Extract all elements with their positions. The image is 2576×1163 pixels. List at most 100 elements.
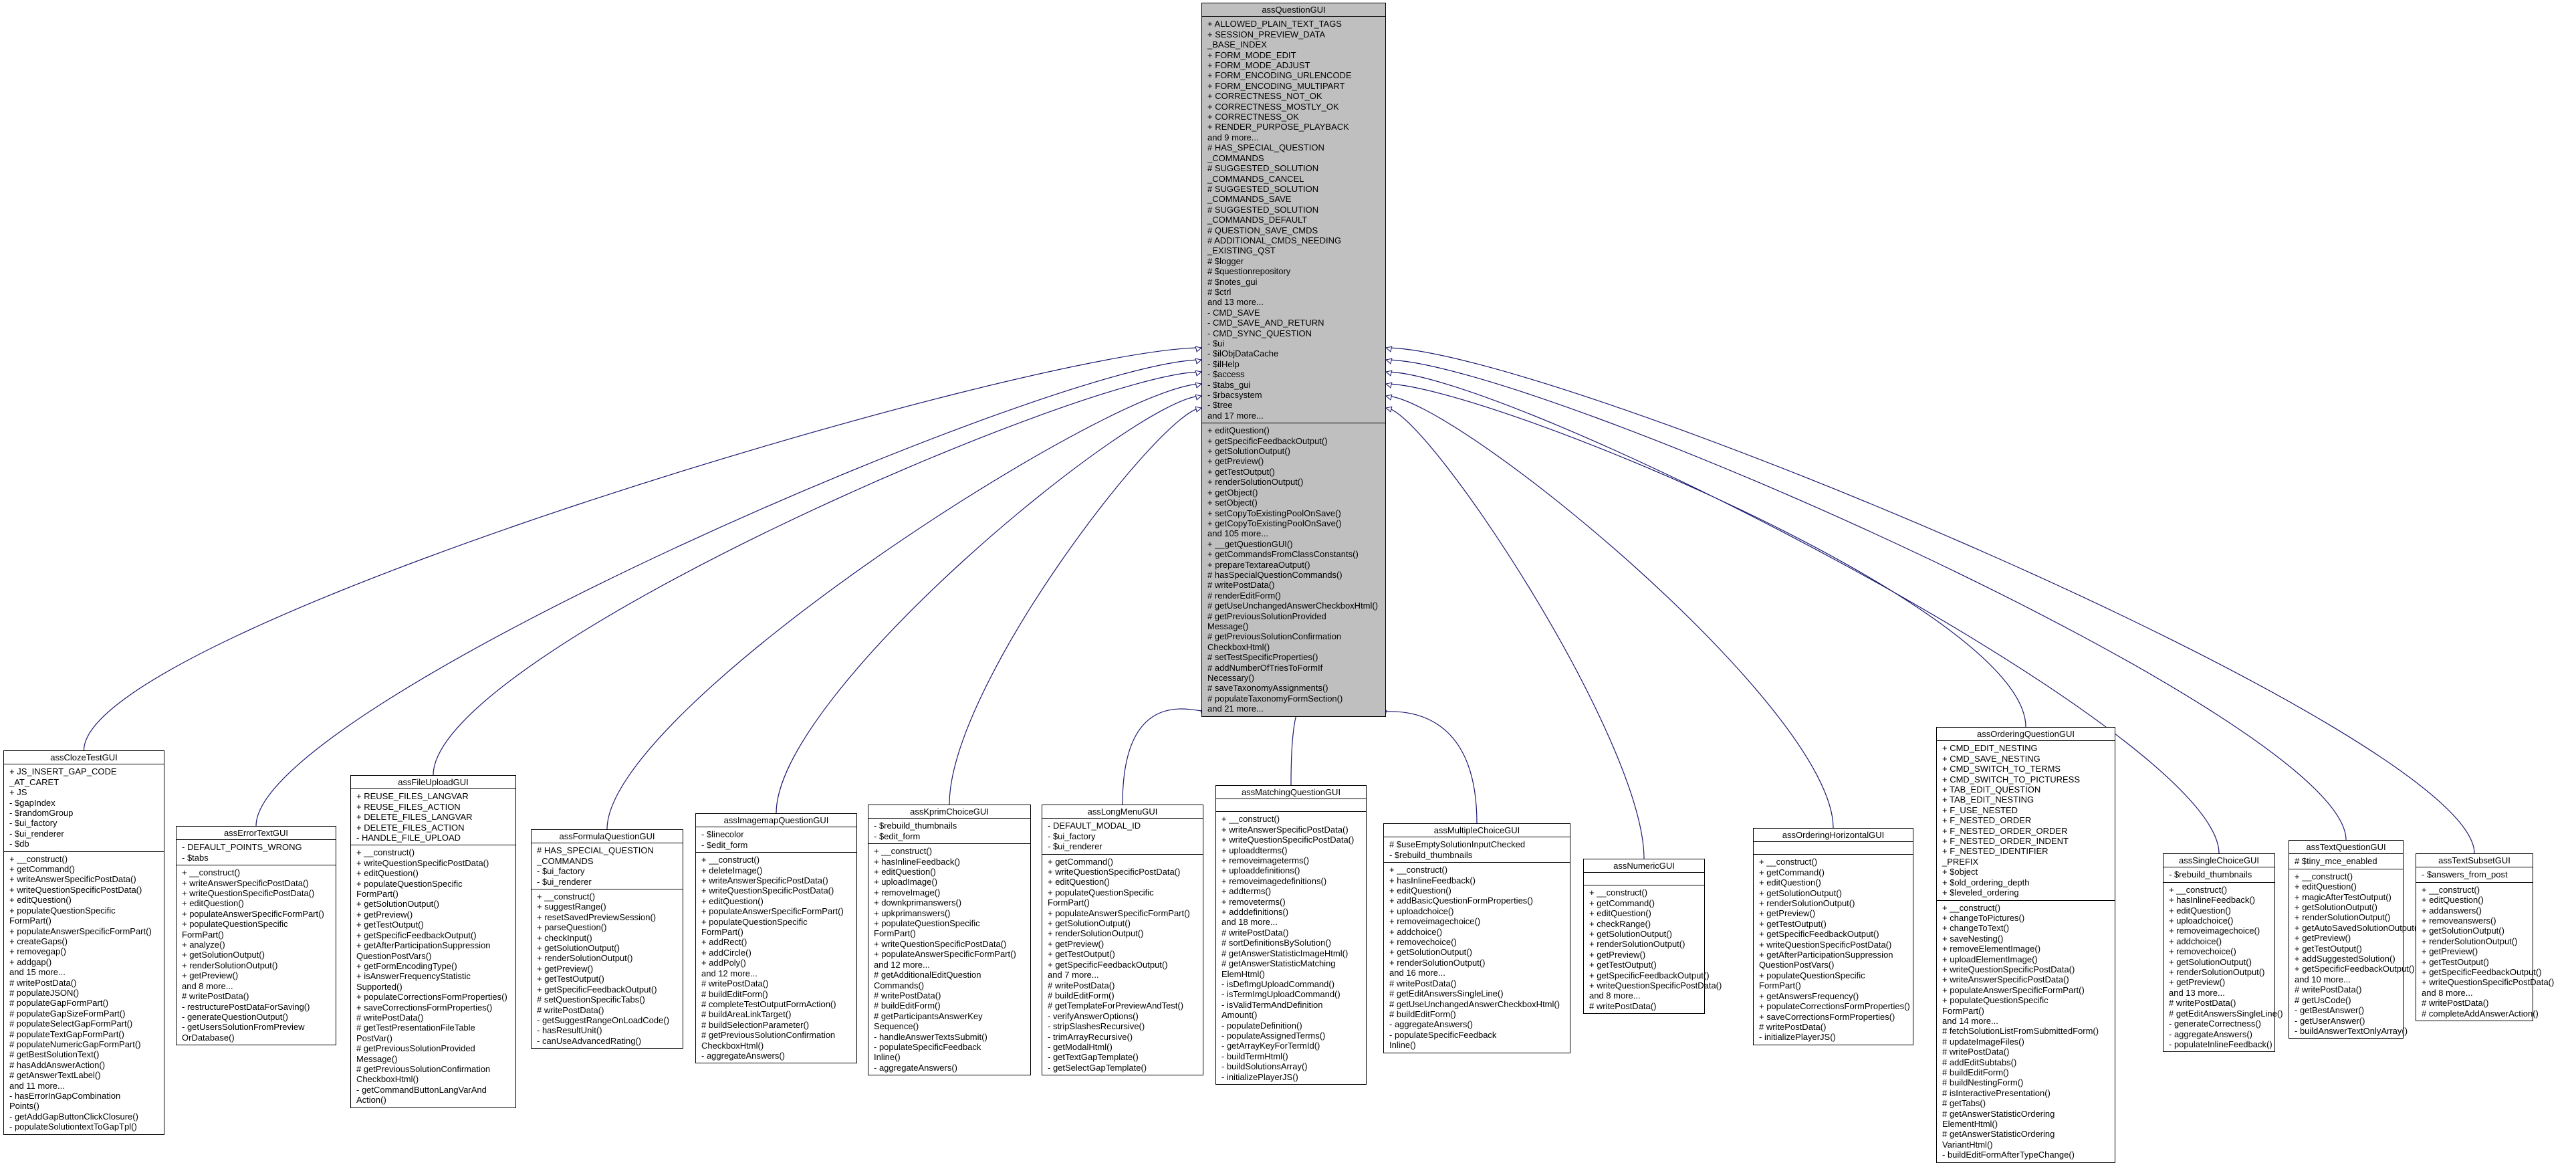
- member-line: + __construct(): [182, 867, 241, 878]
- methods-section: + __construct()+ suggestRange()+ resetSa…: [532, 889, 683, 1048]
- member-line: + populateQuestionSpecific: [356, 878, 463, 889]
- member-line: # getAnswerStatisticOrdering: [1942, 1108, 2055, 1119]
- inheritance-edge: [1380, 711, 1478, 824]
- member-line: + upkprimanswers(): [874, 908, 951, 918]
- derived-class-box[interactable]: assMatchingQuestionGUI+ __construct()+ w…: [1215, 785, 1367, 1085]
- class-name: assLongMenuGUI: [1042, 805, 1203, 819]
- member-line: FormPart(): [701, 927, 743, 938]
- member-line: # getEditAnswersSingleLine(): [1389, 988, 1504, 999]
- member-line: and 12 more...: [874, 959, 930, 970]
- derived-class-box[interactable]: assErrorTextGUI- DEFAULT_POINTS_WRONG- $…: [176, 826, 336, 1046]
- inheritance-edge: [949, 407, 1202, 805]
- member-line: - isValidTermAndDefinition: [1221, 999, 1323, 1010]
- member-line: + getSpecificFeedbackOutput(): [1207, 435, 1328, 446]
- member-line: and 8 more...: [1589, 990, 1641, 1001]
- derived-class-box[interactable]: assClozeTestGUI+ JS_INSERT_GAP_CODE_AT_C…: [3, 750, 164, 1135]
- derived-class-box[interactable]: assNumericGUI+ __construct()+ getCommand…: [1583, 859, 1722, 1015]
- member-line: + prepareTextareaOutput(): [1207, 559, 1310, 570]
- member-line: _COMMANDS: [537, 855, 594, 866]
- derived-class-box[interactable]: assImagemapQuestionGUI- $linecolor- $edi…: [695, 813, 857, 1064]
- member-line: + CMD_SWITCH_TO_PICTURESS: [1942, 774, 2080, 784]
- member-line: - hasErrorInGapCombination: [9, 1091, 121, 1101]
- member-line: _PREFIX: [1942, 856, 1979, 867]
- member-line: # $useEmptySolutionInputChecked: [1389, 839, 1526, 850]
- member-line: and 8 more...: [2422, 987, 2473, 998]
- member-line: - CMD_SYNC_QUESTION: [1207, 328, 1312, 338]
- member-line: + analyze(): [182, 940, 225, 950]
- derived-class-box[interactable]: assTextSubsetGUI- $answers_from_post+ __…: [2416, 853, 2554, 1022]
- member-line: + writeQuestionSpecificPostData(): [1942, 964, 2075, 974]
- member-line: + changeToPictures(): [1942, 912, 2025, 923]
- derived-class-box[interactable]: assSingleChoiceGUI- $rebuild_thumbnails+…: [2163, 853, 2283, 1053]
- member-line: and 11 more...: [9, 1080, 65, 1091]
- member-line: + writeAnswerSpecificPostData(): [1221, 824, 1349, 835]
- member-line: + uploadchoice(): [2169, 916, 2234, 926]
- member-line: # hasSpecialQuestionCommands(): [1207, 569, 1342, 580]
- member-line: + getPreview(): [1589, 949, 1646, 960]
- member-line: + getPreview(): [2295, 933, 2351, 944]
- member-line: + populateQuestionSpecific: [1942, 995, 2048, 1006]
- member-line: + writeQuestionSpecificPostData(): [1221, 835, 1355, 845]
- member-line: + removeimagechoice(): [1389, 916, 1481, 927]
- derived-class-box[interactable]: assTextQuestionGUI# $tiny_mce_enabled+ _…: [2289, 840, 2420, 1039]
- member-line: _COMMANDS_SAVE: [1207, 194, 1292, 205]
- member-line: + addCircle(): [701, 947, 751, 958]
- member-line: - handleAnswerTextsSubmit(): [874, 1031, 987, 1042]
- member-line: # writePostData(): [356, 1012, 424, 1023]
- member-line: - getUserAnswer(): [2295, 1015, 2365, 1026]
- member-line: _AT_CARET: [9, 776, 60, 787]
- member-line: # ADDITIONAL_CMDS_NEEDING: [1207, 235, 1342, 245]
- derived-class-box[interactable]: assFormulaQuestionGUI# HAS_SPECIAL_QUEST…: [531, 829, 683, 1049]
- inheritance-arrowhead: [1385, 358, 1393, 364]
- member-line: # buildSelectionParameter(): [701, 1019, 810, 1030]
- member-line: + FORM_MODE_ADJUST: [1207, 60, 1310, 71]
- member-line: + uploaddterms(): [1221, 845, 1288, 855]
- attributes-section: - DEFAULT_POINTS_WRONG- $tabs: [177, 840, 336, 866]
- member-line: Necessary(): [1207, 673, 1255, 683]
- member-line: and 8 more...: [182, 980, 233, 991]
- member-line: + editQuestion(): [874, 867, 936, 877]
- member-line: # getAnswerStatisticImageHtml(): [1221, 948, 1349, 958]
- member-line: - populateDefinition(): [1221, 1020, 1302, 1031]
- member-line: + F_NESTED_IDENTIFIER: [1942, 846, 2048, 857]
- base-class-box[interactable]: assQuestionGUI+ ALLOWED_PLAIN_TEXT_TAGS+…: [1201, 3, 1386, 717]
- member-line: # SUGGESTED_SOLUTION: [1207, 163, 1319, 174]
- member-line: # writePostData(): [1221, 927, 1289, 938]
- member-line: FormPart(): [9, 916, 51, 926]
- member-line: and 105 more...: [1207, 528, 1269, 539]
- member-line: - $ui_factory: [9, 818, 57, 829]
- member-line: + editQuestion(): [2295, 881, 2357, 892]
- member-line: + F_NESTED_ORDER_INDENT: [1942, 836, 2069, 847]
- derived-class-box[interactable]: assKprimChoiceGUI- $rebuild_thumbnails- …: [868, 805, 1031, 1076]
- member-line: + editQuestion(): [2422, 895, 2484, 906]
- member-line: + getSolutionOutput(): [1389, 947, 1472, 958]
- attributes-section: - DEFAULT_MODAL_ID- $ui_factory- $ui_ren…: [1042, 819, 1203, 855]
- member-line: Sequence(): [874, 1021, 919, 1032]
- member-line: + addBasicQuestionFormProperties(): [1389, 895, 1533, 906]
- member-line: # getBestSolutionText(): [9, 1049, 100, 1060]
- inheritance-edge: [1385, 383, 2026, 728]
- member-line: Commands(): [874, 980, 925, 990]
- member-line: VariantHtml(): [1942, 1139, 1993, 1150]
- member-line: + getTestOutput(): [1207, 466, 1275, 477]
- derived-class-box[interactable]: assMultipleChoiceGUI# $useEmptySolutionI…: [1383, 823, 1570, 1053]
- member-line: + writeAnswerSpecificPostData(): [9, 874, 136, 885]
- member-line: + getSolutionOutput(): [2169, 956, 2252, 967]
- class-name: assMatchingQuestionGUI: [1216, 786, 1366, 800]
- derived-class-box[interactable]: assOrderingQuestionGUI+ CMD_EDIT_NESTING…: [1936, 727, 2115, 1163]
- methods-section: + __construct()+ editQuestion()+ magicAf…: [2289, 869, 2420, 1039]
- member-line: + uploadImage(): [874, 877, 938, 887]
- derived-class-box[interactable]: assLongMenuGUI- DEFAULT_MODAL_ID- $ui_fa…: [1042, 805, 1203, 1076]
- member-line: # writePostData(): [1207, 580, 1275, 591]
- member-line: + $object: [1942, 867, 1978, 877]
- member-line: + populateQuestionSpecific: [1048, 887, 1154, 897]
- inheritance-arrowhead: [1385, 394, 1393, 401]
- member-line: - buildSolutionsArray(): [1221, 1061, 1308, 1072]
- derived-class-box[interactable]: assOrderingHorizontalGUI+ __construct()+…: [1753, 828, 1913, 1045]
- member-line: CheckboxHtml(): [356, 1074, 419, 1085]
- member-line: + populateQuestionSpecific: [182, 919, 288, 930]
- member-line: + REUSE_FILES_LANGVAR: [356, 791, 469, 802]
- derived-class-box[interactable]: assFileUploadGUI+ REUSE_FILES_LANGVAR+ R…: [350, 775, 516, 1108]
- member-line: + __construct(): [1389, 865, 1448, 875]
- member-line: + __construct(): [2295, 871, 2353, 881]
